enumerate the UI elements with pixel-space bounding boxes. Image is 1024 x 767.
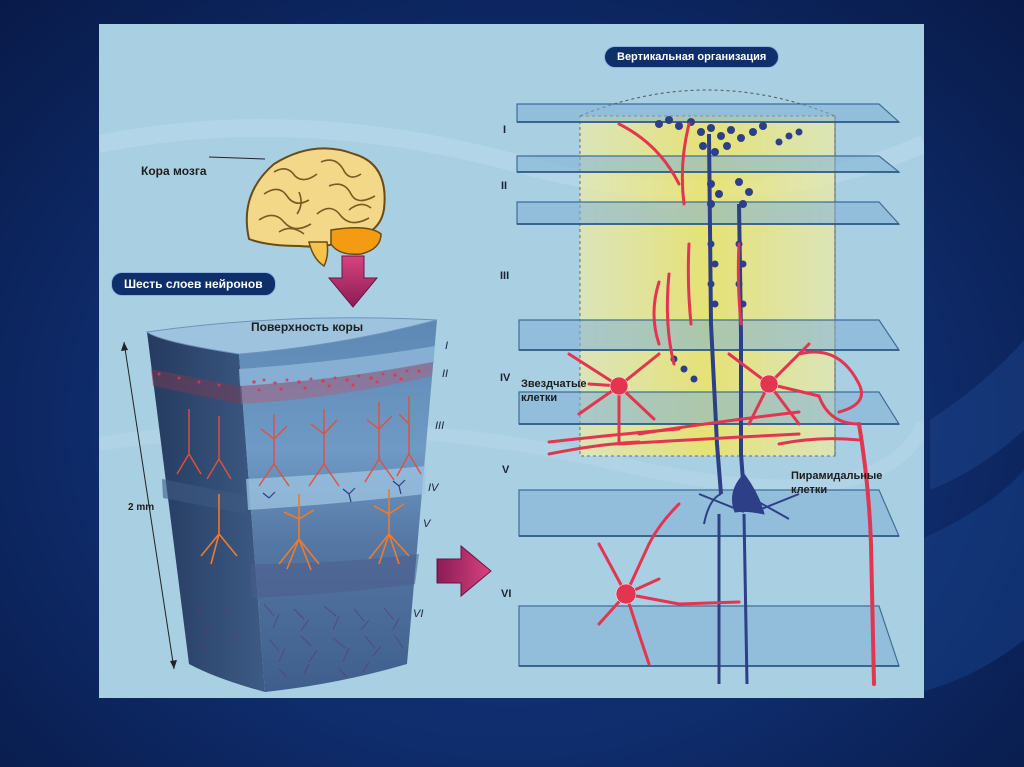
brain-illustration <box>208 147 386 268</box>
label-stellate-2: клетки <box>521 392 558 404</box>
block-layer-6: VI <box>413 608 424 620</box>
label-stellate-1: Звездчатые <box>521 378 587 390</box>
diagram-panel: Кора мозга Шесть слоев нейронов Поверхно… <box>99 24 924 698</box>
stack-layer-2: II <box>501 180 508 192</box>
stack-layer-4: IV <box>500 372 511 384</box>
stack-layer-6: VI <box>501 588 512 600</box>
down-arrow <box>327 255 379 308</box>
label-pyramidal-2: клетки <box>791 484 828 496</box>
pyramidal-neuron <box>655 116 803 685</box>
block-layer-5: V <box>423 518 431 530</box>
block-layer-2: II <box>442 368 449 380</box>
label-pyramidal-1: Пирамидальные <box>791 470 883 482</box>
stellate-neurons <box>547 122 876 686</box>
label-surface: Поверхность коры <box>251 320 364 334</box>
right-arrow <box>436 544 492 598</box>
label-cortex: Кора мозга <box>141 164 207 178</box>
cortex-block <box>121 317 438 692</box>
stack-layer-3: III <box>500 270 510 282</box>
label-six-layers: Шесть слоев нейронов <box>111 272 276 296</box>
stack-layer-1: I <box>503 124 507 136</box>
block-layer-3: III <box>435 420 445 432</box>
block-layer-4: IV <box>428 482 439 494</box>
block-layer-1: I <box>445 340 449 352</box>
label-vertical-organization: Вертикальная организация <box>604 46 780 68</box>
label-thickness: 2 mm <box>128 502 155 513</box>
diagram-canvas <box>99 89 924 692</box>
stack-layer-5: V <box>502 464 510 476</box>
